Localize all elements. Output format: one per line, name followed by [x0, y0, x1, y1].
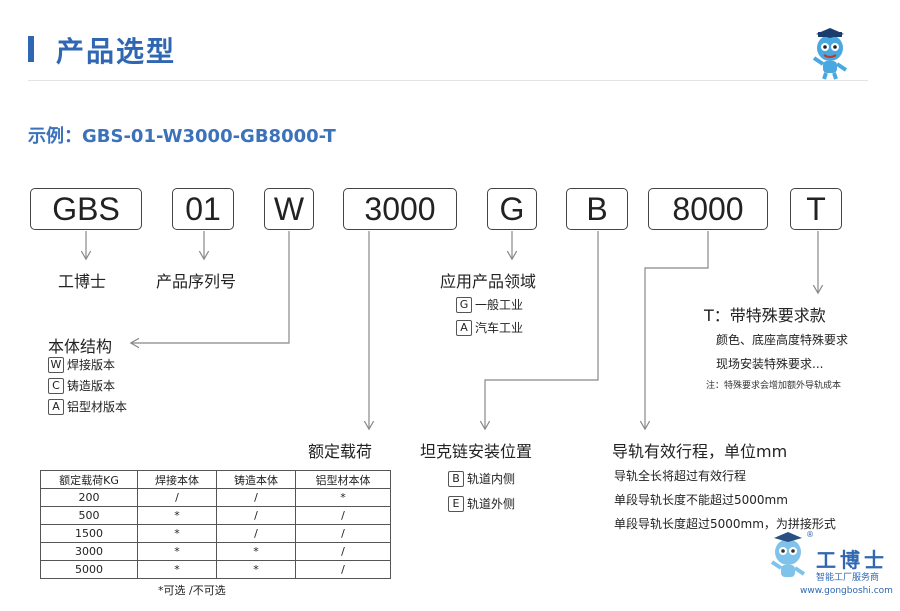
- table-cell: /: [295, 524, 391, 543]
- code-box-special: T: [790, 188, 842, 230]
- label-chain-position: 坦克链安装位置: [420, 442, 533, 461]
- table-cell: /: [295, 542, 391, 561]
- title-accent-bar: [28, 36, 34, 62]
- application-options: G 一般工业 A 汽车工业: [456, 296, 523, 336]
- table-header: 焊接本体: [137, 470, 217, 489]
- table-cell: 500: [40, 506, 138, 525]
- table-cell: *: [137, 560, 217, 579]
- table-cell: *: [295, 488, 391, 507]
- table-header: 额定载荷KG: [40, 470, 138, 489]
- table-cell: 3000: [40, 542, 138, 561]
- body-option-a: A 铝型材版本: [48, 398, 127, 415]
- table-cell: *: [216, 560, 296, 579]
- table-cell: 5000: [40, 560, 138, 579]
- code-box-application: G: [487, 188, 537, 230]
- code-box-brand: GBS: [30, 188, 142, 230]
- rail-line-2: 单段导轨长度不能超过5000mm: [614, 493, 788, 507]
- special-line-1: 颜色、底座高度特殊要求: [716, 333, 849, 347]
- table-cell: /: [137, 488, 217, 507]
- special-note: 注：特殊要求会增加额外导轨成本: [706, 381, 842, 391]
- logo-subtitle: 智能工厂服务商: [816, 573, 880, 583]
- header-divider: [28, 80, 868, 81]
- table-header-row: 额定载荷KG 焊接本体 铸造本体 铝型材本体: [40, 470, 391, 489]
- label-application: 应用产品领域: [440, 272, 537, 291]
- label-rated-load: 额定载荷: [308, 442, 373, 461]
- body-option-w: W 焊接版本: [48, 356, 127, 373]
- application-option-a: A 汽车工业: [456, 319, 523, 336]
- special-line-2: 现场安装特殊要求...: [716, 357, 824, 371]
- table-row: 3000 * * /: [40, 542, 391, 561]
- table-cell: *: [216, 542, 296, 561]
- table-cell: *: [137, 506, 217, 525]
- table-row: 1500 * / /: [40, 524, 391, 543]
- table-row: 200 / / *: [40, 488, 391, 507]
- label-rail-length: 导轨有效行程，单位mm: [612, 442, 788, 461]
- table-cell: /: [295, 506, 391, 525]
- table-cell: /: [216, 488, 296, 507]
- logo-name: 工博士: [816, 548, 888, 572]
- code-box-serial: 01: [172, 188, 234, 230]
- chain-option-e: E 轨道外侧: [448, 495, 515, 512]
- logo-mascot-icon: [770, 532, 806, 577]
- chain-options: B 轨道内侧 E 轨道外侧: [448, 470, 515, 512]
- body-options: W 焊接版本 C 铸造版本 A 铝型材版本: [48, 356, 127, 415]
- table-cell: *: [137, 524, 217, 543]
- code-box-load: 3000: [343, 188, 457, 230]
- table-header: 铝型材本体: [295, 470, 391, 489]
- table-legend: *可选 /不可选: [158, 584, 226, 597]
- table-cell: /: [216, 506, 296, 525]
- code-box-length: 8000: [648, 188, 768, 230]
- table-row: 5000 * * /: [40, 560, 391, 579]
- mascot-icon: [812, 28, 848, 80]
- application-option-g: G 一般工业: [456, 296, 523, 313]
- code-box-structure: W: [264, 188, 314, 230]
- table-header: 铸造本体: [216, 470, 296, 489]
- load-table: 额定载荷KG 焊接本体 铸造本体 铝型材本体 200 / / * 500 * /…: [40, 470, 391, 579]
- table-cell: *: [137, 542, 217, 561]
- label-special: T：带特殊要求款: [704, 306, 826, 325]
- registered-mark: ®: [806, 530, 814, 539]
- page-title: 产品选型: [56, 35, 177, 68]
- table-cell: /: [295, 560, 391, 579]
- logo-url: www.gongboshi.com: [800, 586, 893, 596]
- label-brand: 工博士: [58, 272, 107, 291]
- table-cell: /: [216, 524, 296, 543]
- label-serial: 产品序列号: [156, 272, 237, 291]
- body-option-c: C 铸造版本: [48, 377, 127, 394]
- table-cell: 200: [40, 488, 138, 507]
- table-row: 500 * / /: [40, 506, 391, 525]
- table-cell: 1500: [40, 524, 138, 543]
- chain-option-b: B 轨道内侧: [448, 470, 515, 487]
- example-code: 示例：GBS-01-W3000-GB8000-T: [28, 126, 336, 147]
- rail-line-3: 单段导轨长度超过5000mm，为拼接形式: [614, 517, 836, 531]
- rail-line-1: 导轨全长将超过有效行程: [614, 469, 747, 483]
- code-box-chain: B: [566, 188, 628, 230]
- label-body-structure: 本体结构: [48, 337, 113, 356]
